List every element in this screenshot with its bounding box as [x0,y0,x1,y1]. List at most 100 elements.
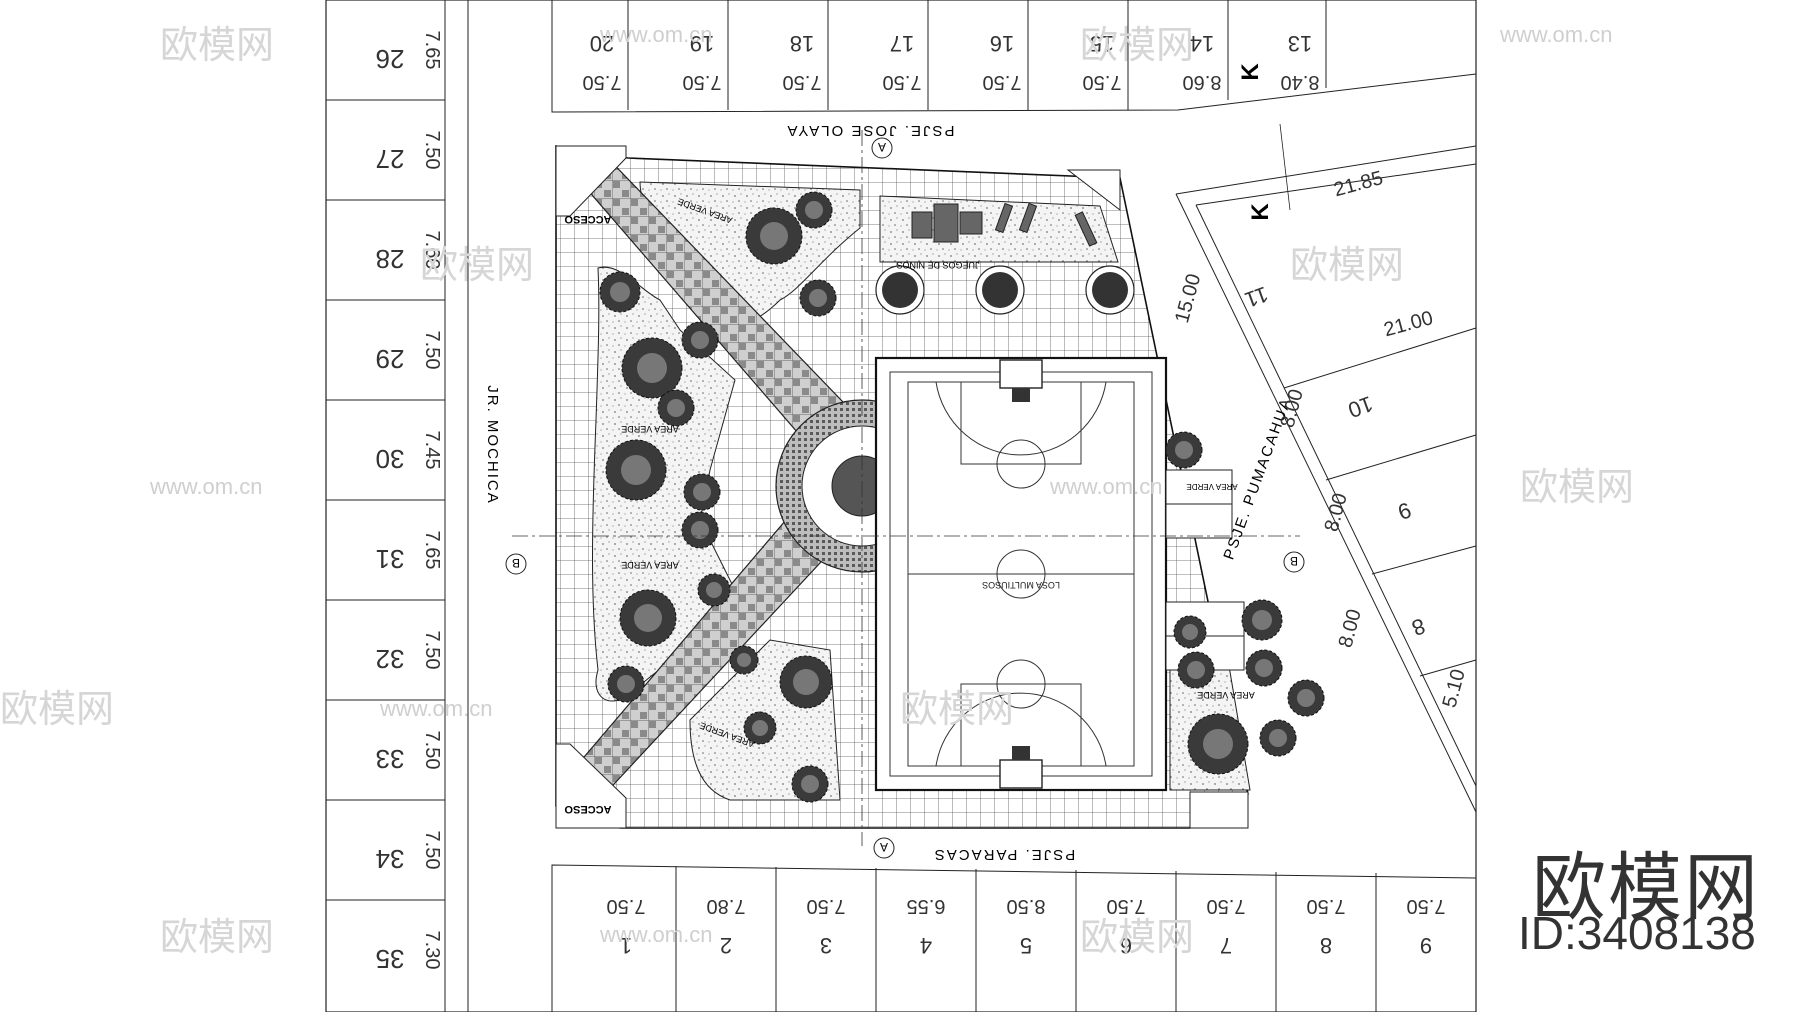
top-lot-width: 7.50 [1083,71,1122,93]
top-lot-number: 20 [590,31,614,56]
bottom-lot-number: 1 [620,933,632,958]
top-lot-number: 18 [790,31,814,56]
left-lot-number: 31 [376,544,405,574]
top-lots [551,0,1477,113]
area-verde-label-5: AREA VERDE [1197,690,1255,700]
tree-core [610,282,630,302]
area-verde-label-6: AREA VERDE [1186,482,1237,491]
tree-core [1187,661,1205,679]
section-b-right: B [1290,554,1298,568]
top-lot-width: 7.50 [783,71,822,93]
planter-tree [982,272,1018,308]
left-lot-width: 7.65 [421,531,443,570]
tree-core [809,289,827,307]
bottom-lot-number: 4 [920,933,932,958]
bottom-lot-number: 7 [1220,933,1232,958]
street-top: PSJE. JOSE OLAYA [786,122,955,139]
planter-tree [1092,272,1128,308]
left-lot-width: 7.50 [421,631,443,670]
bottom-lot-number: 5 [1020,933,1032,958]
left-lot-width: 7.60 [421,231,443,270]
left-lot-width: 7.50 [421,131,443,170]
left-lots [326,0,469,1012]
left-lot-number: 29 [376,344,405,374]
acceso-label-nw: ACCESO [564,213,612,225]
bottom-lot-width: 6.55 [907,895,946,917]
tree-core [693,483,711,501]
left-lot-width: 7.50 [421,831,443,870]
left-lot-number: 34 [376,844,405,874]
street-left: JR. MOCHICA [484,385,501,505]
tree-core [667,399,685,417]
left-lot-number: 33 [376,744,405,774]
court-label: LOSA MULTIUSOS [982,580,1060,590]
bottom-lot-number: 8 [1320,933,1332,958]
tree-core [706,582,722,598]
bottom-lot-width: 7.80 [707,895,746,917]
planters [875,265,1135,315]
section-b-left: B [512,556,520,570]
tree-core [1252,610,1272,630]
tree-core [805,201,823,219]
multi-sport-court: LOSA MULTIUSOS [874,356,1168,792]
tree-core [691,521,709,539]
bottom-lot-number: 9 [1420,933,1432,958]
brand-logo: 欧模网 [1532,845,1760,931]
tree-core [752,720,768,736]
area-verde-label-2: AREA VERDE [621,424,679,434]
tree-core [634,604,662,632]
area-verde-label-3: AREA VERDE [621,560,679,570]
left-lot-width: 7.45 [421,431,443,470]
left-lot-number: 26 [376,44,405,74]
bottom-lot-width: 7.50 [1407,895,1446,917]
planter-tree [882,272,918,308]
bottom-lot-width: 7.50 [607,895,646,917]
top-lot-number: 17 [890,31,914,56]
juegos-label: JUEGOS DE NIÑOS [896,260,979,270]
left-lot-number: 35 [376,944,405,974]
tree-core [637,353,667,383]
top-lot-width: 7.50 [883,71,922,93]
bottom-lot-width: 7.50 [1107,895,1146,917]
top-lot-number: 19 [690,31,714,56]
top-lot-width: 8.60 [1183,71,1222,93]
bottom-lot-number: 2 [720,933,732,958]
bottom-lot-width: 7.50 [1307,895,1346,917]
bottom-lot-width: 7.50 [1207,895,1246,917]
left-lot-width: 7.30 [421,931,443,970]
left-lot-width: 7.50 [421,731,443,770]
left-lot-width: 7.50 [421,331,443,370]
left-lot-width: 7.65 [421,31,443,70]
top-lot-number: 14 [1190,31,1214,56]
tree-core [1175,441,1193,459]
left-lot-number: 32 [376,644,405,674]
tree-core [1203,729,1233,759]
top-lot-number: 15 [1090,31,1114,56]
tree-core [691,331,709,349]
tree-core [1269,729,1287,747]
left-lot-number: 28 [376,244,405,274]
tree-core [760,222,788,250]
tree-core [617,675,635,693]
play-equipment [911,202,1098,247]
acceso-label-sw: ACCESO [564,803,612,815]
top-lot-width: 7.50 [583,71,622,93]
section-a-top: A [878,140,886,154]
bottom-lot-number: 6 [1120,933,1132,958]
left-lot-number: 27 [376,144,405,174]
tree-core [1255,659,1273,677]
top-lot-width: 7.50 [683,71,722,93]
bottom-lot-width: 7.50 [807,895,846,917]
tree-core [1182,624,1198,640]
access-stairs [555,145,1249,829]
tree-core [737,653,751,667]
top-lot-width: 8.40 [1281,71,1320,93]
bottom-lot-width: 8.50 [1007,895,1046,917]
trees [599,191,1325,803]
tree-core [621,455,651,485]
tree-core [793,669,819,695]
right-lots [1175,123,1477,813]
bottom-lots [551,864,1477,1012]
street-bottom: PSJE. PARACAS [933,846,1075,863]
